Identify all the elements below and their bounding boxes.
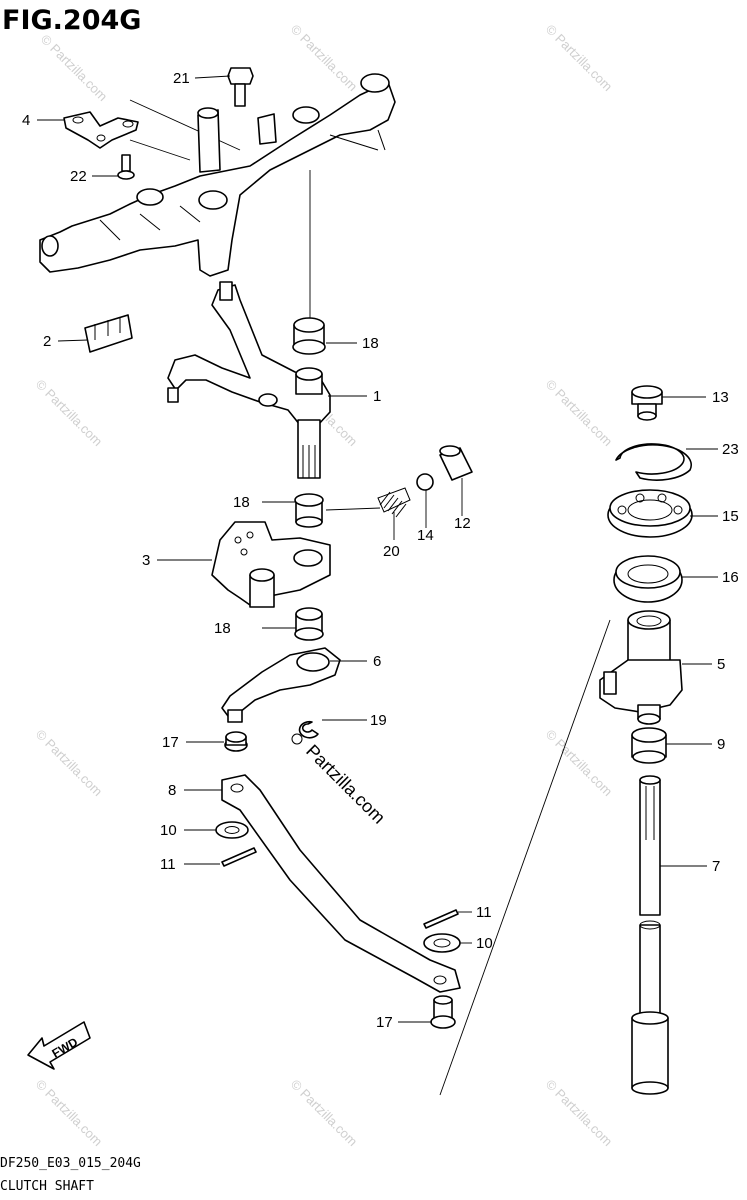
fwd-arrow-icon: FWD	[27, 1021, 91, 1070]
callout-7: 7	[712, 858, 720, 875]
callout-14: 14	[417, 527, 434, 544]
watermark: © Partzilla.com	[288, 1077, 361, 1150]
part-11-pin-low	[423, 909, 459, 929]
part-21-bolt	[227, 67, 254, 107]
part-11-pin-up	[221, 847, 257, 867]
figure-caption: CLUTCH SHAFT	[0, 1179, 94, 1194]
part-6-arm	[221, 647, 341, 723]
watermark: © Partzilla.com	[33, 727, 106, 800]
callout-3: 3	[142, 552, 150, 569]
callout-15: 15	[722, 508, 739, 525]
part-18-bushing-low	[294, 607, 324, 641]
callout-11: 11	[160, 856, 176, 873]
callout-10: 10	[160, 822, 177, 839]
part-18-bushing-mid	[294, 493, 324, 528]
callout-16: 16	[722, 569, 739, 586]
callout-18: 18	[214, 620, 231, 637]
part-2-clip	[84, 314, 133, 353]
watermark: © Partzilla.com	[33, 1077, 106, 1150]
figure-title: FIG.204G	[2, 5, 141, 36]
watermark-center: Partzilla.com	[302, 741, 389, 828]
watermark: © Partzilla.com	[543, 1077, 616, 1150]
callout-21: 21	[173, 70, 190, 87]
callout-17: 17	[162, 734, 179, 751]
part-18-bushing-top	[292, 317, 326, 355]
watermark-center-symbol	[291, 733, 303, 745]
callout-20: 20	[383, 543, 400, 560]
part-9-bushing	[631, 727, 667, 764]
part-22-screw	[117, 154, 135, 180]
part-5-housing	[599, 610, 683, 725]
leader-lines	[37, 75, 718, 1023]
callout-9: 9	[717, 736, 725, 753]
assembly-lines	[129, 99, 611, 1096]
callout-22: 22	[70, 168, 87, 185]
callouts: 21 4 22 2 18 1 18 3 20 14 12 18 6 19 17 …	[22, 70, 739, 1031]
part-10-washer-low	[423, 933, 461, 953]
callout-5: 5	[717, 656, 725, 673]
part-7-shaft	[631, 775, 669, 1095]
part-4-plate	[63, 111, 139, 149]
watermark: © Partzilla.com	[543, 727, 616, 800]
part-20-spring	[377, 487, 411, 518]
callout-4: 4	[22, 112, 30, 129]
upper-bracket	[39, 73, 396, 277]
callout-19: 19	[370, 712, 387, 729]
part-17-collar-up	[224, 731, 248, 752]
watermarks: © Partzilla.com © Partzilla.com © Partzi…	[33, 22, 616, 1150]
callout-11: 11	[476, 904, 492, 921]
part-19-clip	[298, 720, 319, 739]
part-1-lever	[167, 281, 331, 479]
callout-23: 23	[722, 441, 739, 458]
watermark: © Partzilla.com	[33, 377, 106, 450]
callout-10: 10	[476, 935, 493, 952]
watermark: © Partzilla.com	[543, 377, 616, 450]
part-23-snap-ring	[615, 443, 692, 481]
watermark: © Partzilla.com	[38, 32, 111, 105]
callout-8: 8	[168, 782, 176, 799]
callout-6: 6	[373, 653, 381, 670]
part-8-link	[221, 774, 461, 993]
callout-12: 12	[454, 515, 471, 532]
watermark: © Partzilla.com	[288, 22, 361, 95]
callout-18: 18	[233, 494, 250, 511]
part-16-seal	[613, 555, 683, 603]
part-13-plug	[631, 385, 663, 421]
part-14-ball	[416, 473, 434, 491]
callout-17: 17	[376, 1014, 393, 1031]
watermark: © Partzilla.com	[543, 22, 616, 95]
part-3-block	[211, 521, 331, 608]
callout-18: 18	[362, 335, 379, 352]
part-12-sleeve	[439, 445, 473, 481]
callout-13: 13	[712, 389, 729, 406]
callout-1: 1	[373, 388, 381, 405]
callout-2: 2	[43, 333, 51, 350]
part-17-collar-low	[430, 995, 456, 1029]
figure-code: DF250_E03_015_204G	[0, 1156, 141, 1171]
part-10-washer-up	[215, 821, 249, 839]
part-15-bearing	[607, 489, 693, 538]
